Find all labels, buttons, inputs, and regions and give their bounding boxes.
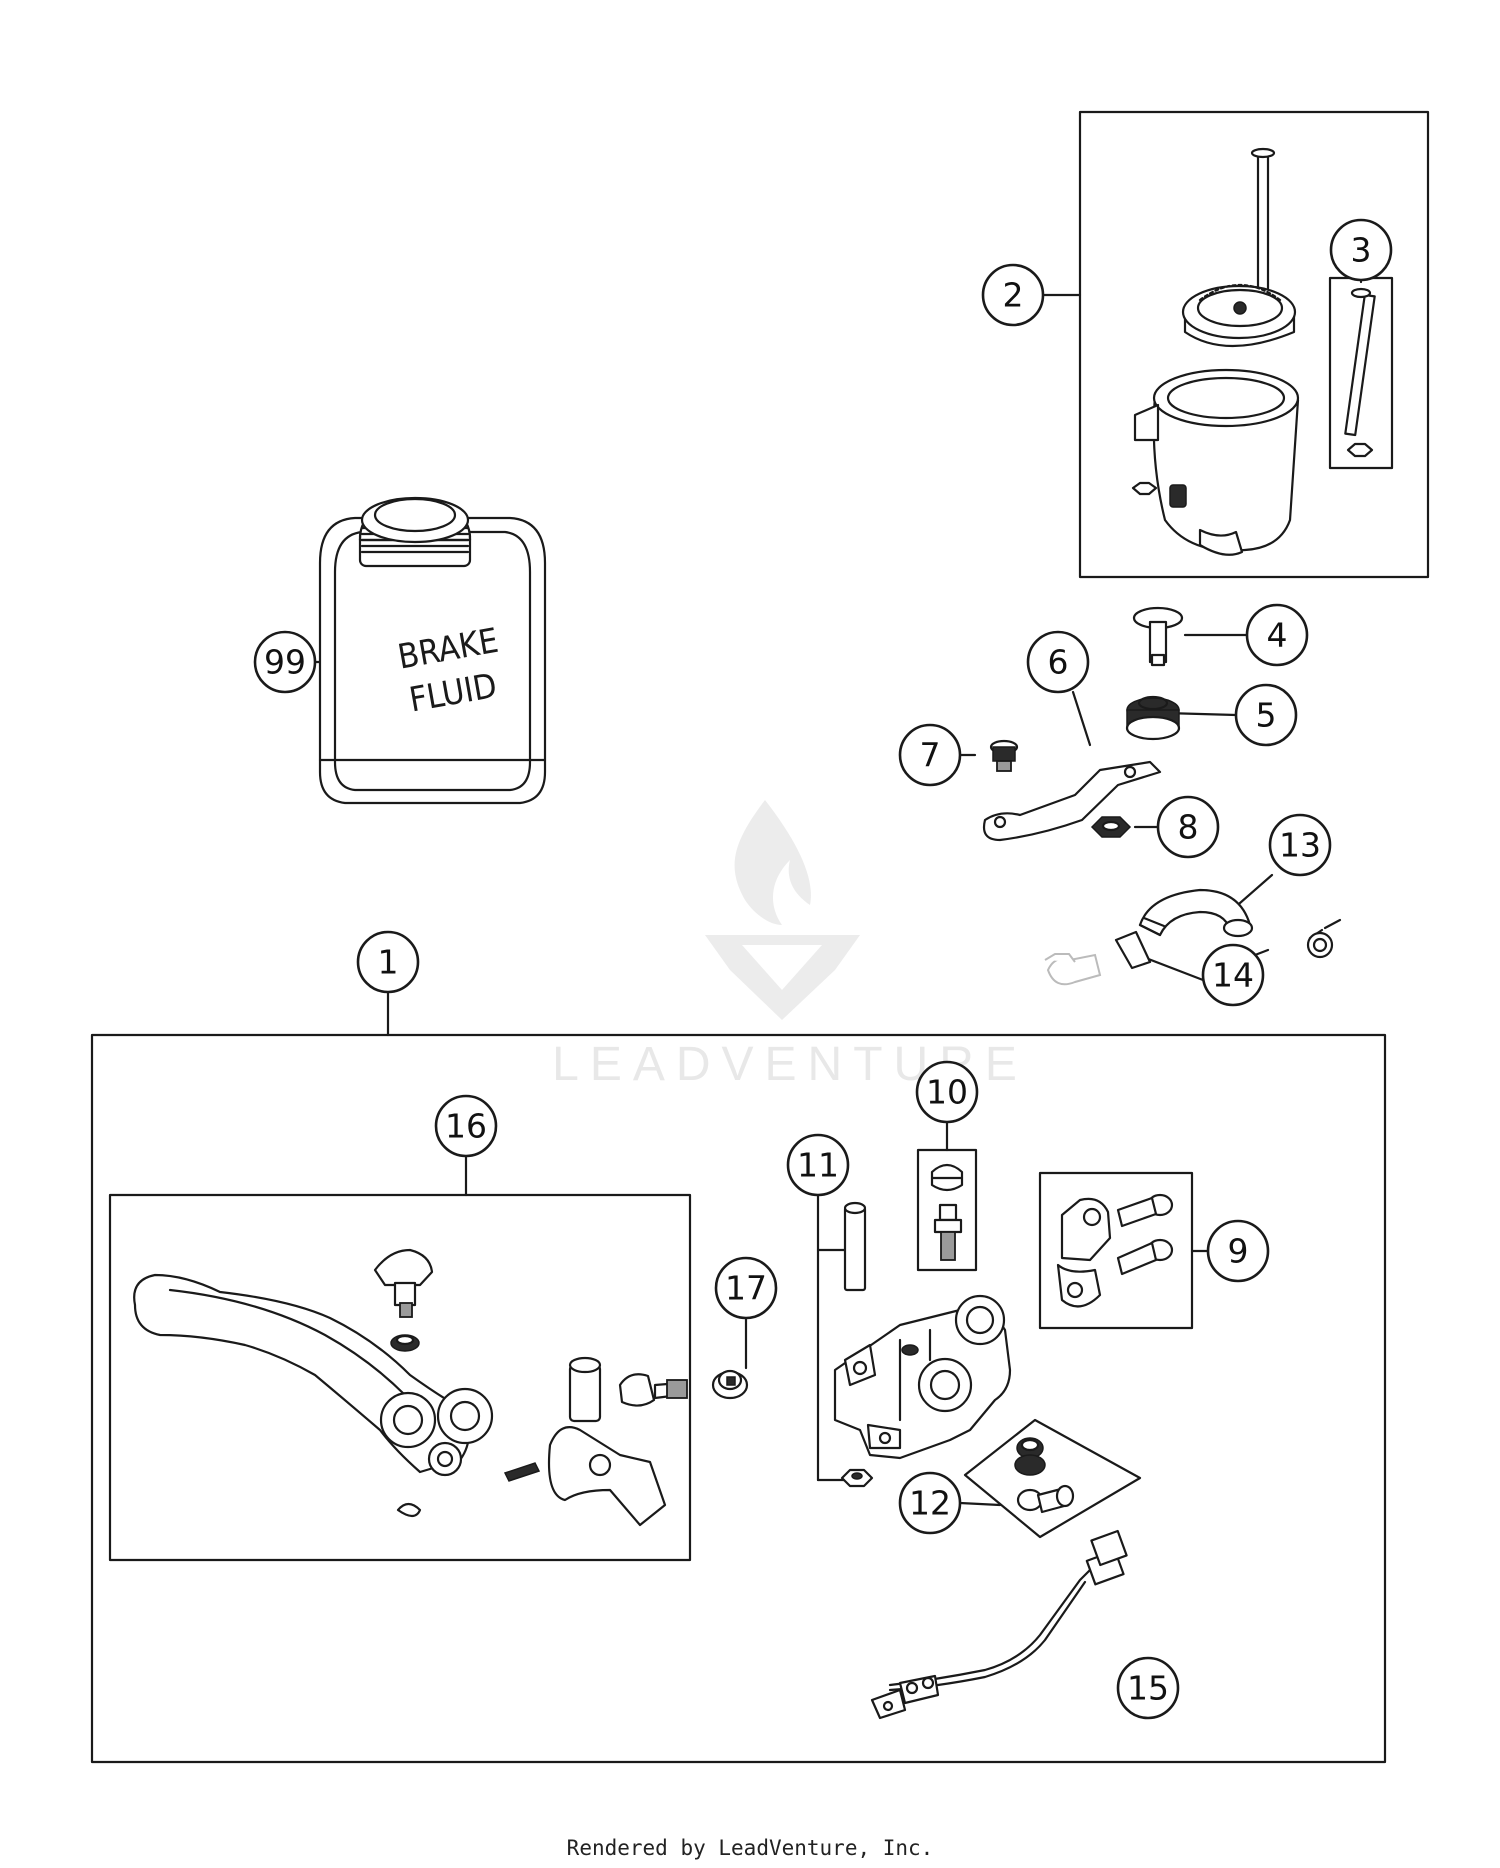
svg-text:14: 14 — [1212, 956, 1254, 995]
svg-text:11: 11 — [797, 1146, 839, 1185]
bracket-6 — [982, 760, 1162, 842]
reservoir — [1131, 147, 1300, 556]
brake-light-switch-15 — [870, 1529, 1128, 1720]
svg-text:10: 10 — [926, 1073, 968, 1112]
hose-13 — [1138, 888, 1254, 938]
brake-fluid-bottle: BRAKE FLUID — [318, 496, 547, 805]
callout-3: 3 — [1329, 218, 1393, 282]
callout-10: 10 — [915, 1060, 979, 1124]
svg-text:7: 7 — [920, 736, 941, 775]
svg-text:13: 13 — [1279, 826, 1321, 865]
svg-text:2: 2 — [1003, 276, 1024, 315]
svg-text:6: 6 — [1048, 643, 1069, 682]
svg-text:9: 9 — [1228, 1232, 1249, 1271]
bolt-4 — [1132, 606, 1184, 667]
master-cylinder-frame — [90, 1033, 1387, 1764]
svg-text:15: 15 — [1127, 1669, 1169, 1708]
svg-text:5: 5 — [1256, 696, 1277, 735]
callout-14: 14 — [1201, 943, 1265, 1007]
clamp-14 — [1044, 918, 1342, 986]
callout-7: 7 — [898, 723, 962, 787]
callout-2: 2 — [981, 263, 1045, 327]
footer-credit: Rendered by LeadVenture, Inc. — [566, 1836, 934, 1860]
pivot-pin-11 — [840, 1201, 874, 1488]
callout-5: 5 — [1234, 683, 1298, 747]
callout-4: 4 — [1245, 603, 1309, 667]
svg-text:12: 12 — [909, 1484, 951, 1523]
svg-text:8: 8 — [1178, 808, 1199, 847]
svg-text:99: 99 — [264, 643, 306, 682]
callout-16: 16 — [434, 1094, 498, 1158]
svg-text:16: 16 — [445, 1107, 487, 1146]
callout-15: 15 — [1116, 1656, 1180, 1720]
callout-99: 99 — [253, 630, 317, 694]
svg-text:4: 4 — [1267, 616, 1288, 655]
callout-8: 8 — [1156, 795, 1220, 859]
handlebar-clamp-9 — [1056, 1193, 1174, 1308]
callout-6: 6 — [1026, 630, 1090, 694]
grommet-5 — [1125, 695, 1181, 741]
callout-13: 13 — [1268, 813, 1332, 877]
screw-kit — [1344, 287, 1376, 458]
master-cylinder-body — [833, 1294, 1012, 1460]
svg-text:3: 3 — [1351, 231, 1372, 270]
nut-8 — [1090, 816, 1132, 838]
brake-lever-16 — [133, 1248, 688, 1527]
svg-text:17: 17 — [725, 1269, 767, 1308]
bleeder-10 — [930, 1163, 964, 1261]
callout-12: 12 — [898, 1471, 962, 1535]
callout-11: 11 — [786, 1133, 850, 1197]
lever-kit-frame — [108, 1193, 692, 1562]
callout-9: 9 — [1206, 1219, 1270, 1283]
watermark-logo — [705, 800, 860, 1020]
banjo-fitting-12 — [1014, 1437, 1075, 1514]
reservoir-kit-frame — [1078, 110, 1430, 579]
callout-17: 17 — [714, 1256, 778, 1320]
screw-7 — [989, 739, 1019, 772]
callout-1: 1 — [356, 930, 420, 994]
bushing-17 — [711, 1369, 749, 1400]
svg-text:1: 1 — [378, 943, 399, 982]
banjo-kit-frame — [963, 1418, 1142, 1539]
